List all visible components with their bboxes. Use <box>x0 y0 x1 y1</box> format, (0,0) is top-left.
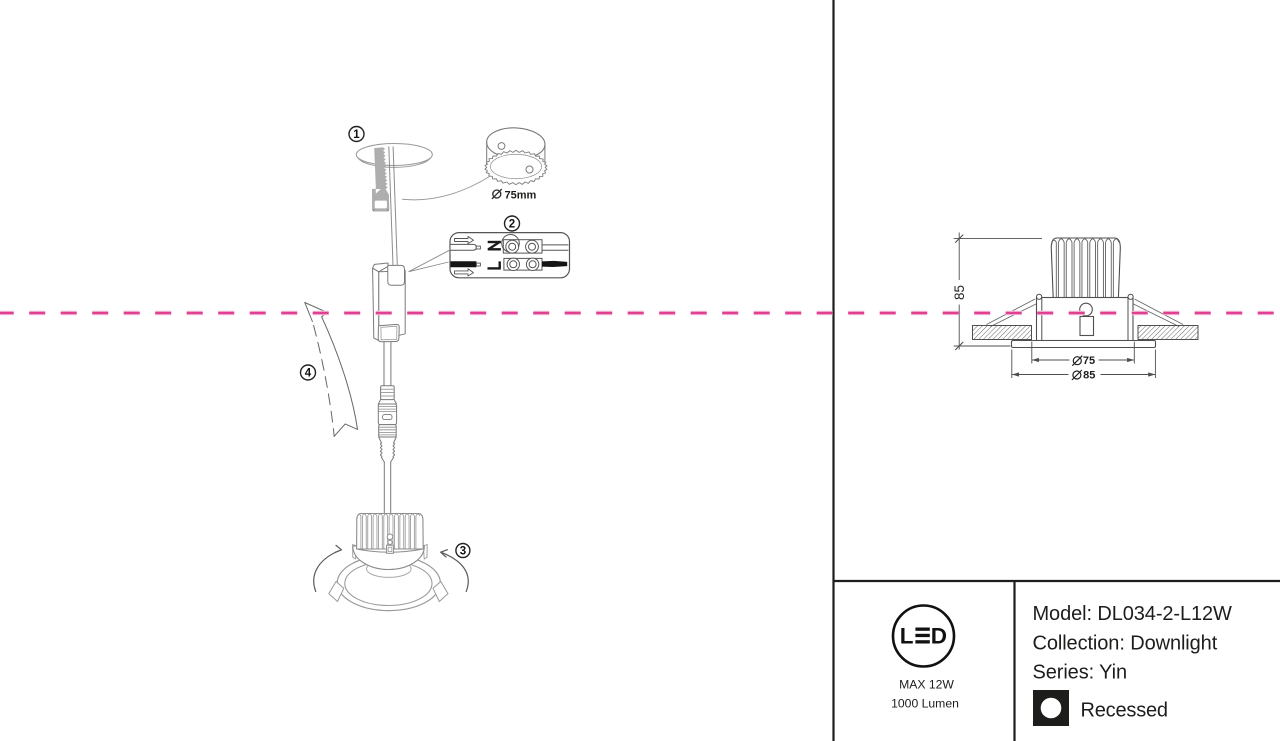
svg-text:1: 1 <box>353 129 360 141</box>
svg-text:75: 75 <box>1083 355 1095 367</box>
svg-text:1000 Lumen: 1000 Lumen <box>891 697 959 711</box>
svg-text:D: D <box>931 624 947 649</box>
svg-text:Series: Yin: Series: Yin <box>1033 662 1128 684</box>
svg-text:3: 3 <box>460 546 466 558</box>
svg-text:75mm: 75mm <box>505 189 537 201</box>
svg-text:Recessed: Recessed <box>1081 700 1168 722</box>
svg-text:Model: DL034-2-L12W: Model: DL034-2-L12W <box>1033 603 1233 625</box>
svg-text:4: 4 <box>305 368 312 380</box>
svg-text:Collection: Downlight: Collection: Downlight <box>1033 633 1218 655</box>
svg-text:85: 85 <box>1083 370 1095 382</box>
svg-text:MAX 12W: MAX 12W <box>899 678 954 692</box>
svg-text:2: 2 <box>509 219 515 231</box>
svg-text:85: 85 <box>952 285 967 300</box>
svg-text:L: L <box>900 624 914 649</box>
